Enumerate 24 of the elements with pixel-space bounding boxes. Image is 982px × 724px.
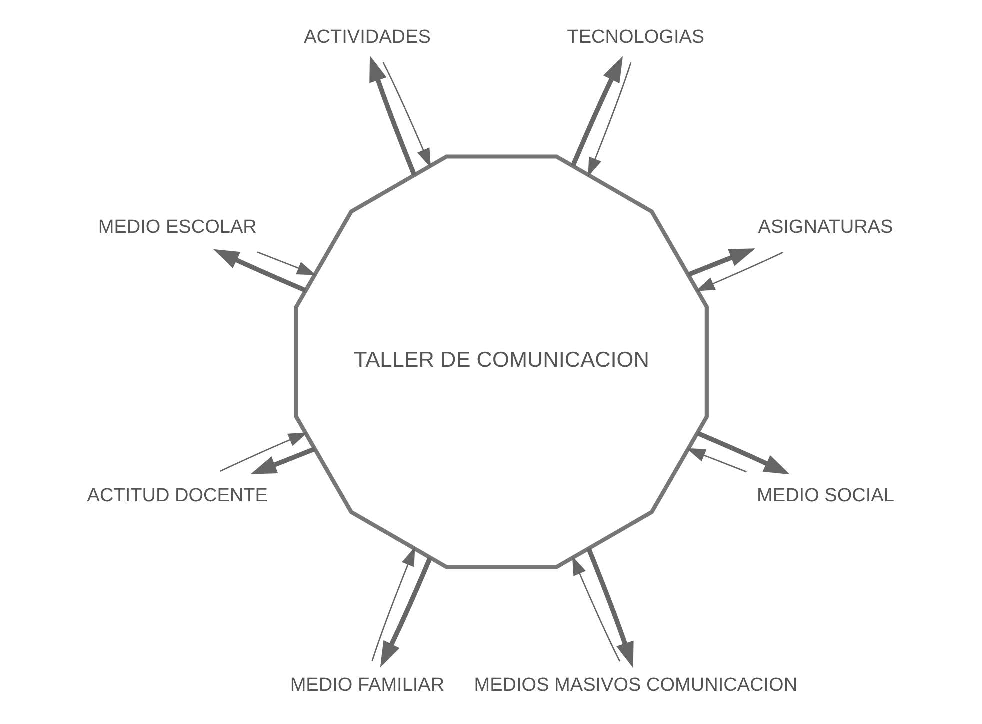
arrow: [572, 556, 620, 662]
node-text: ASIGNATURAS: [758, 216, 893, 238]
node-text: TECNOLOGIAS: [566, 26, 704, 48]
arrow: [371, 547, 415, 662]
arrow: [686, 448, 746, 473]
arrow: [687, 248, 756, 277]
node-text: MEDIOS MASIVOS COMUNICACION: [474, 675, 798, 696]
arrow: [586, 548, 634, 668]
arrow: [696, 431, 790, 475]
arrow: [219, 432, 308, 472]
node-text: ACTITUD DOCENTE: [86, 485, 268, 506]
arrow: [369, 56, 416, 176]
arrow: [588, 62, 632, 177]
node-text: ACTIVIDADES: [304, 26, 430, 48]
arrow: [380, 557, 432, 668]
arrow: [695, 252, 783, 292]
node-text: MEDIO FAMILIAR: [290, 675, 444, 696]
arrow: [256, 252, 316, 276]
arrow: [570, 56, 622, 167]
node-text: MEDIO ESCOLAR: [98, 216, 256, 238]
arrow: [382, 62, 431, 168]
arrow: [212, 249, 306, 293]
node-text: MEDIO SOCIAL: [756, 485, 894, 506]
arrow: [250, 447, 316, 474]
